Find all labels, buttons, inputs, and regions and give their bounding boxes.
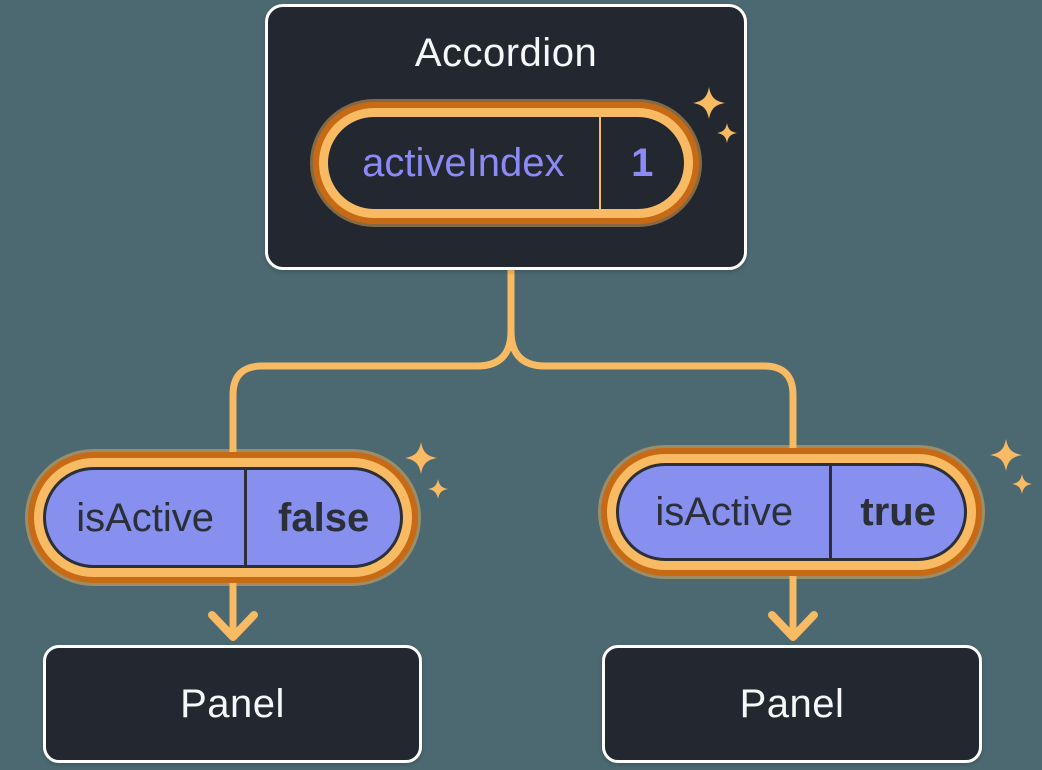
panel-label: Panel (739, 681, 845, 726)
prop-pill-left: isActive false (28, 452, 418, 583)
sparkle-icon (1012, 474, 1032, 494)
pill-divider (829, 466, 833, 558)
prop-value: true (860, 490, 936, 534)
state-value: 1 (631, 141, 654, 185)
accordion-card: Accordion activeIndex 1 (265, 4, 747, 270)
panel-right: Panel (602, 645, 982, 763)
panel-label: Panel (180, 681, 285, 726)
state-pill: activeIndex 1 (313, 102, 699, 224)
prop-value: false (278, 495, 370, 540)
pill-divider (598, 117, 601, 209)
sparkle-icon (405, 442, 437, 474)
arrow-down-icon (208, 611, 258, 641)
accordion-title: Accordion (414, 31, 598, 75)
prop-name: isActive (655, 490, 794, 534)
prop-name: isActive (76, 495, 215, 540)
panel-left: Panel (43, 645, 422, 763)
sparkle-icon (428, 479, 448, 499)
sparkle-icon (990, 439, 1022, 471)
arrow-down-icon (768, 611, 818, 641)
state-name: activeIndex (362, 141, 565, 185)
prop-pill-right: isActive true (601, 448, 982, 576)
